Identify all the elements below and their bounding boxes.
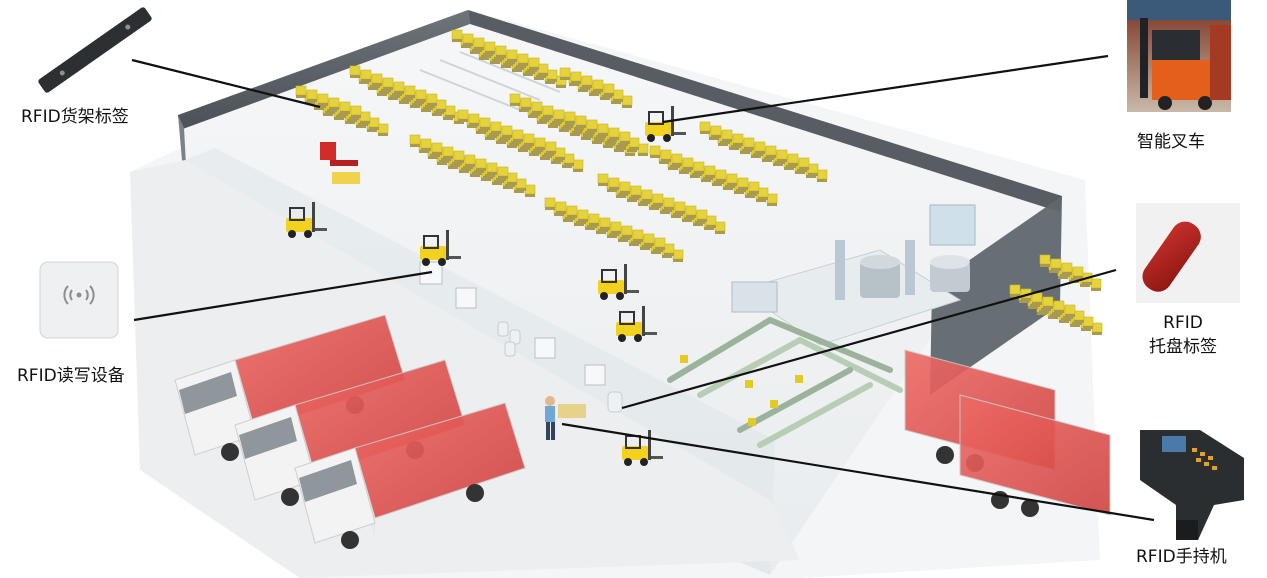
truck bbox=[959, 394, 1111, 517]
pallet-tag-icon bbox=[1136, 203, 1240, 303]
forklift bbox=[286, 202, 327, 238]
shelf-tag-icon bbox=[38, 7, 152, 93]
lane-marks bbox=[419, 51, 561, 111]
worker-figure bbox=[545, 396, 586, 440]
label-shelf-tag: RFID货架标签 bbox=[21, 107, 129, 127]
truck bbox=[174, 314, 406, 461]
leader-pallet-tag bbox=[621, 268, 1117, 410]
label-handheld: RFID手持机 bbox=[1136, 547, 1227, 567]
trucks bbox=[174, 314, 1111, 549]
rfid-reader-icon bbox=[39, 261, 119, 339]
pallet-box-stacks bbox=[295, 29, 1103, 335]
processing-area bbox=[731, 204, 976, 346]
right-wall bbox=[930, 196, 1062, 395]
leader-forklift bbox=[662, 54, 1109, 124]
pallet-stack bbox=[295, 85, 389, 136]
back-wall-right bbox=[468, 10, 1062, 212]
forklift bbox=[616, 306, 657, 342]
pallet-stack bbox=[349, 65, 465, 124]
left-wall bbox=[178, 115, 186, 165]
pallet-stack bbox=[559, 67, 633, 108]
label-forklift: 智能叉车 bbox=[1137, 132, 1205, 152]
label-pallet-tag-line1: RFID bbox=[1163, 313, 1203, 333]
pallet-stack bbox=[1009, 284, 1103, 335]
conveyor-items bbox=[680, 355, 803, 426]
leader-handheld bbox=[561, 422, 1155, 522]
pallet-stack bbox=[699, 121, 828, 182]
smart-forklift-photo bbox=[1127, 0, 1231, 112]
forklift bbox=[420, 230, 461, 266]
pallet-stack bbox=[649, 145, 778, 206]
leader-reader bbox=[133, 270, 433, 322]
label-pallet-tag-line2: 托盘标签 bbox=[1149, 337, 1217, 357]
back-wall-left bbox=[178, 10, 470, 130]
leader-lines bbox=[131, 54, 1155, 522]
pallet-stack bbox=[564, 111, 649, 156]
pallet-stack bbox=[457, 109, 584, 172]
pallet-stack bbox=[409, 134, 536, 197]
handheld-terminal-icon bbox=[1140, 430, 1244, 540]
white-barrels bbox=[497, 321, 623, 413]
truck bbox=[294, 402, 526, 549]
red-pallet-jack bbox=[320, 142, 360, 184]
forklift bbox=[598, 264, 639, 300]
pallet-stack bbox=[597, 173, 726, 234]
pallet-stack bbox=[451, 29, 567, 88]
leader-shelf-tag bbox=[131, 58, 321, 109]
label-reader: RFID读写设备 bbox=[17, 366, 125, 386]
pallet-stack bbox=[544, 197, 684, 262]
